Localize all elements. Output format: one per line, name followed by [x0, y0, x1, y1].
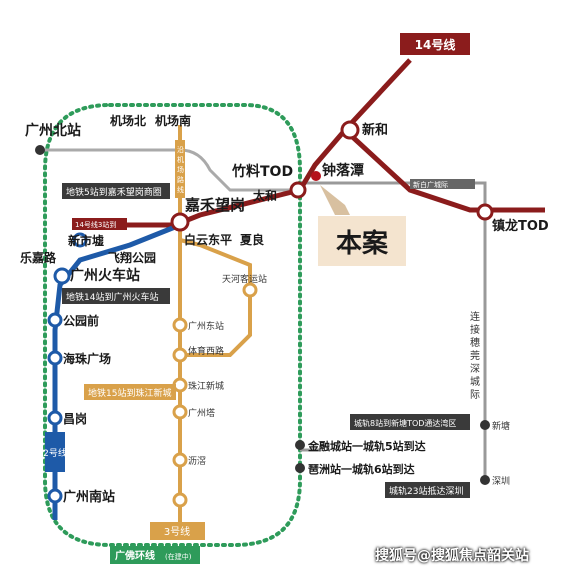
- callout-metro14-side-box: [72, 218, 127, 230]
- station-airport-north-label: 机场北: [110, 113, 146, 128]
- callout-city8: 城轨8站到新塘TOD通达湾区: [354, 418, 456, 428]
- callout-city8-box: [350, 414, 470, 430]
- project-label: 本案: [336, 228, 389, 259]
- callout-metro5-box: [62, 183, 170, 199]
- station-financial-city[interactable]: [295, 440, 305, 450]
- callout-financial: 金融城站一城轨5站到达: [307, 439, 426, 453]
- station-canton-tower[interactable]: [172, 404, 188, 420]
- vertical-tag-box: [175, 140, 185, 198]
- watermark: 搜狐号@搜狐焦点韶关站: [375, 548, 529, 564]
- station-guangzhou-south[interactable]: [47, 488, 63, 504]
- station-tianhe-keyun[interactable]: [242, 282, 258, 298]
- station-gongyuanqian[interactable]: [47, 312, 63, 328]
- callout-metro5: 地铁5站到嘉禾望岗商圈: [66, 186, 162, 198]
- callout-pazhou: 琶洲站一城轨6站到达: [308, 462, 415, 476]
- line3-label: 3号线: [164, 525, 190, 538]
- station-jiahewanggang[interactable]: [170, 212, 190, 232]
- guangfo-ring-label-box: [110, 546, 200, 564]
- station-tianhe-keyun-label: 天河客运站: [222, 273, 267, 285]
- station-xialiang-label: 夏良: [240, 232, 264, 247]
- station-gongyuanqian-label: 公园前: [63, 313, 99, 328]
- guangfo-ring-label: 广佛环线: [115, 549, 155, 562]
- xinbaiguang-label: 新白广城际: [413, 180, 448, 189]
- callout-metro15-box: [84, 384, 176, 400]
- callout-metro15: 地铁15站到珠江新城: [88, 387, 171, 399]
- station-changgang-label: 昌岗: [63, 412, 87, 426]
- station-guangzhou-railway-label: 广州火车站: [70, 267, 140, 284]
- line2-label: 2号线: [43, 447, 67, 459]
- callout-metro14-side: 14号线3站到: [75, 220, 116, 229]
- intercity-line: [300, 181, 487, 480]
- station-guangzhou-railway[interactable]: [53, 267, 71, 285]
- station-haizhu-guangchang-label: 海珠广场: [63, 351, 111, 366]
- station-guangzhou-north[interactable]: [35, 145, 45, 155]
- station-xintang-label: 新塘: [492, 420, 510, 432]
- station-taihe-label: 太和: [253, 188, 277, 203]
- xinbaiguang-tag: [410, 179, 475, 189]
- station-zhongluotan-label: 钟落潭: [322, 162, 364, 179]
- line14-east: [343, 128, 545, 213]
- station-zhenlong-tod-label: 镇龙TOD: [492, 218, 549, 234]
- station-lijiao-label: 沥滘: [188, 456, 206, 467]
- station-zhongluotan[interactable]: [311, 171, 321, 181]
- guangfo-ring-line: [43, 103, 302, 547]
- line2-label-box: [45, 432, 65, 472]
- station-line3-south[interactable]: [172, 492, 188, 508]
- callout-metro14: 地铁14站到广州火车站: [66, 291, 158, 303]
- callout-city23: 城轨23站抵达深圳: [389, 485, 463, 497]
- station-airport-south-label: 机场南: [155, 113, 191, 128]
- project-box: [318, 216, 406, 266]
- callout-city23-box: [385, 482, 470, 498]
- station-pazhou[interactable]: [295, 463, 305, 473]
- station-tiyu-xilu-label: 体育西路: [188, 345, 224, 357]
- station-zhujiang-xincheng-label: 珠江新城: [188, 380, 224, 392]
- intercity-vertical-label: 连接穗莞深城际: [470, 310, 480, 401]
- station-changgang[interactable]: [47, 410, 63, 426]
- station-guangzhou-south-label: 广州南站: [63, 489, 115, 505]
- station-lejia-lu-label: 乐嘉路: [20, 250, 57, 265]
- line3-east-branch: [179, 238, 252, 357]
- station-tiyu-xilu[interactable]: [172, 347, 188, 363]
- line14-label-box: [400, 33, 470, 55]
- station-zhenlong-tod[interactable]: [476, 203, 494, 221]
- station-feixiang-gongyuan-label: 飞翔公园: [108, 250, 156, 265]
- project-pointer: [320, 185, 350, 215]
- station-taihe[interactable]: [289, 181, 307, 199]
- station-xinhe-label: 新和: [362, 122, 388, 138]
- station-lijiao[interactable]: [172, 452, 188, 468]
- callout-metro14-box: [62, 288, 170, 304]
- line14-label: 14号线: [415, 37, 456, 52]
- station-xintang[interactable]: [480, 420, 490, 430]
- station-guangzhou-north-label: 广州北站: [25, 122, 81, 139]
- station-zhuliao-tod-label: 竹料TOD: [231, 163, 293, 180]
- station-guangzhou-east-label: 广州东站: [188, 320, 224, 332]
- station-canton-tower-label: 广州塔: [188, 407, 215, 419]
- station-xinshixu[interactable]: [72, 232, 88, 248]
- line3-label-box: [150, 522, 205, 540]
- station-guangzhou-east[interactable]: [172, 317, 188, 333]
- guangfo-ring-status: (在建中): [165, 552, 192, 561]
- station-baiyun-dongping-label: 白云东平: [184, 232, 232, 247]
- vertical-tag: 沿机场路线: [177, 145, 184, 194]
- station-xinshixu-label: 新市墟: [68, 233, 104, 248]
- station-xinhe[interactable]: [340, 120, 360, 140]
- station-haizhu-guangchang[interactable]: [47, 350, 63, 366]
- station-shenzhen[interactable]: [480, 475, 490, 485]
- station-shenzhen-label: 深圳: [492, 476, 510, 487]
- station-jiahewanggang-label: 嘉禾望岗: [184, 196, 245, 214]
